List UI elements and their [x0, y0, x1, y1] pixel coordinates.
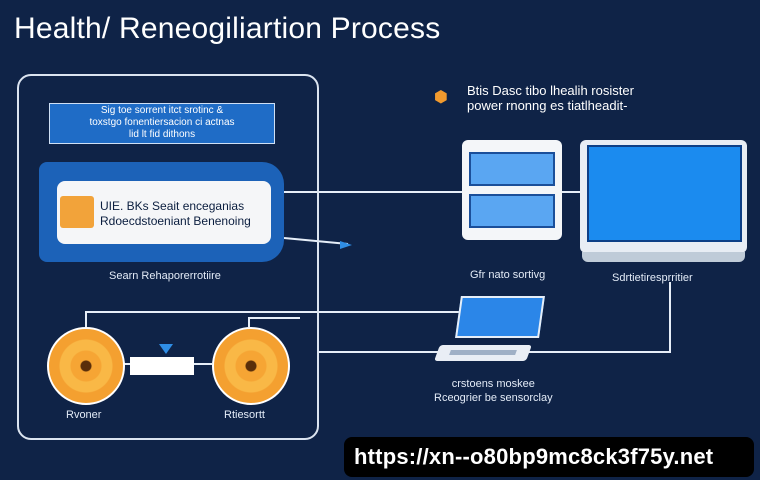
disc-right-icon	[212, 327, 290, 405]
device-screen-top	[469, 152, 555, 186]
laptop-screen	[455, 296, 545, 338]
orange-hexagon-icon: ⬢	[434, 89, 448, 106]
connector-caption: Btis Dasc tibo lhealih rosister power rn…	[467, 83, 634, 113]
watermark-box	[344, 437, 754, 477]
triangle-marker-icon	[159, 344, 173, 354]
laptop-line: crstoens moskee	[451, 378, 535, 390]
device1-label: Gfr nato sortivg	[470, 269, 546, 281]
connector-line: Btis Dasc tibo lhealih rosister	[467, 83, 634, 98]
arrow-head-icon	[340, 241, 352, 249]
tablet-caption: Searn Rehaporerrotiire	[109, 270, 221, 282]
middle-box	[130, 357, 194, 375]
watermark-url: https://xn--o80bp9mc8ck3f75y.net	[354, 444, 714, 469]
monitor-base	[582, 252, 745, 262]
page-title: Health/ Reneogiliartion Process	[14, 12, 441, 45]
connector-laptop-monitor	[527, 282, 671, 353]
laptop-line: Rceogrier be sensorclay	[434, 392, 553, 404]
tablet-line: Rdoecdstoeniant Benenoing	[100, 214, 251, 228]
left-panel	[17, 74, 319, 440]
tablet-text: UIE. BKs Seait enceganias Rdoecdstoenian…	[100, 199, 251, 229]
laptop-keyboard	[449, 350, 517, 355]
laptop-label: crstoens moskee Rceogrier be sensorclay	[434, 377, 553, 405]
connector-tablet-arrow	[283, 237, 349, 245]
tablet-dual-screen	[462, 140, 562, 240]
disc-right-label: Rtiesortt	[224, 409, 265, 421]
header-line: lid lt fid dithons	[128, 129, 196, 140]
orange-square-icon	[60, 196, 94, 228]
monitor-label: Sdrtietiresprritier	[612, 272, 693, 284]
disc-left-icon	[47, 327, 125, 405]
header-line: Sig toe sorrent itct srotinc &	[100, 105, 224, 116]
device-screen-bottom	[469, 194, 555, 228]
connector-line: power rnonng es tiatlheadit-	[467, 98, 628, 113]
connector-right-disc	[248, 317, 300, 327]
monitor-screen	[587, 145, 742, 242]
disc-left-label: Rvoner	[66, 409, 102, 421]
header-box: Sig toe sorrent itct srotinc & toxstgo f…	[49, 103, 275, 144]
tablet-line: UIE. BKs Seait enceganias	[100, 199, 245, 213]
header-line: toxstgo fonentiersacion ci actnas	[89, 117, 235, 128]
